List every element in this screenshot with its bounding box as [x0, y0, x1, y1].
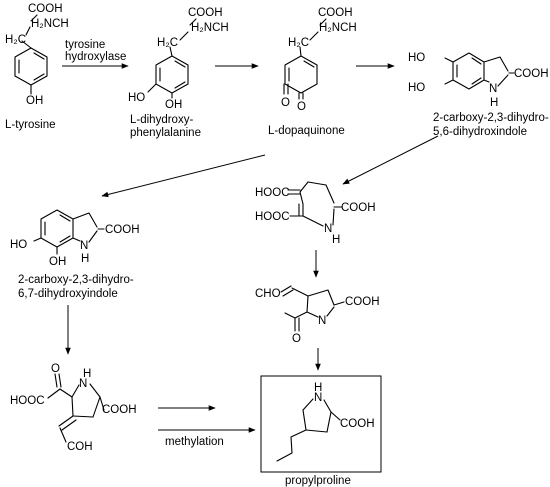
atom-label: HO [408, 52, 425, 64]
product-box [260, 375, 382, 473]
compound-name-cdhi-67: 6,7-dihydroxyindole [18, 288, 118, 300]
atom-label: H₂C [157, 37, 178, 49]
atom-label: COOH [318, 7, 353, 19]
compound-name-cdhi-56: 5,6-dihydroxindole [433, 126, 527, 138]
atom-label: COOH [102, 404, 137, 416]
atom-label: HOOC [255, 187, 290, 199]
reaction-arrow [101, 154, 266, 198]
atom-label: HO [10, 239, 27, 251]
atom-label: H [81, 253, 89, 265]
l-dopa-structure: COOH H₂NCH H₂C HO OH [128, 7, 229, 111]
atom-label: HO [408, 82, 425, 94]
atom-label: O [292, 333, 301, 345]
atom-label: O [297, 101, 306, 113]
atom-label: H₂NCH [191, 22, 229, 34]
atom-label: COOH [345, 296, 380, 308]
enzyme-label: tyrosine [65, 39, 105, 51]
atom-label: H [332, 234, 340, 246]
atom-label: N [79, 378, 87, 390]
compound-name-l-dopa: L-dihydroxy- [130, 114, 193, 126]
compound-name-cdhi-67: 2-carboxy-2,3-dihydro- [18, 274, 134, 286]
atom-label: COOH [514, 68, 549, 80]
atom-label: COOH [341, 202, 376, 214]
compound-name-l-dopaquinone: L-dopaquinone [268, 125, 345, 137]
methylation-label: methylation [165, 436, 224, 448]
atom-label: N [80, 240, 88, 252]
reaction-arrow [342, 135, 439, 185]
atom-label: HOOC [10, 395, 45, 407]
atom-label: N [324, 223, 332, 235]
cdhi-56-structure: N H COOH HO HO [408, 52, 549, 109]
atom-label: OH [165, 99, 182, 111]
ring-opened-diacid-structure: HOOC HOOC COOH N H [255, 181, 376, 246]
atom-label: COOH [105, 224, 140, 236]
left-bottom-intermediate-structure: O HOOC N H COOH COH [10, 363, 137, 453]
atom-label: N [489, 83, 497, 95]
enzyme-label: hydroxylase [65, 51, 126, 63]
atom-label: COOH [28, 3, 63, 15]
atom-label: H [83, 368, 91, 380]
atom-label: H₂NCH [31, 18, 69, 30]
atom-label: H [314, 382, 322, 394]
atom-label: H₂C [288, 37, 309, 49]
compound-name-l-dopa: phenylalanine [130, 127, 201, 139]
compound-name-propylproline: propylproline [285, 475, 351, 487]
atom-label: OH [26, 95, 43, 107]
compound-name-l-tyrosine: L-tyrosine [5, 119, 56, 131]
atom-label: H₂C [5, 34, 26, 46]
l-tyrosine-structure: COOH H₂NCH H₂C OH [5, 3, 69, 107]
aldehyde-ketone-intermediate-structure: CHO N COOH O [255, 285, 380, 345]
atom-label: O [51, 363, 60, 375]
compound-name-cdhi-56: 2-carboxy-2,3-dihydro- [433, 112, 549, 124]
atom-label: COH [67, 441, 93, 453]
cdhi-67-structure: N H COOH HO OH [10, 209, 140, 268]
atom-label: H₂NCH [319, 22, 357, 34]
atom-label: COOH [188, 7, 223, 19]
atom-label: H [490, 97, 498, 109]
atom-label: HOOC [255, 211, 290, 223]
atom-label: N [314, 392, 322, 404]
atom-label: CHO [255, 288, 281, 300]
atom-label: OH [49, 256, 66, 268]
atom-label: COOH [340, 418, 375, 430]
atom-label: O [281, 97, 290, 109]
l-dopaquinone-structure: COOH H₂NCH H₂C O O [281, 7, 357, 113]
atom-label: N [318, 315, 326, 327]
propylproline-structure: N H COOH [276, 382, 375, 462]
atom-label: HO [128, 92, 145, 104]
